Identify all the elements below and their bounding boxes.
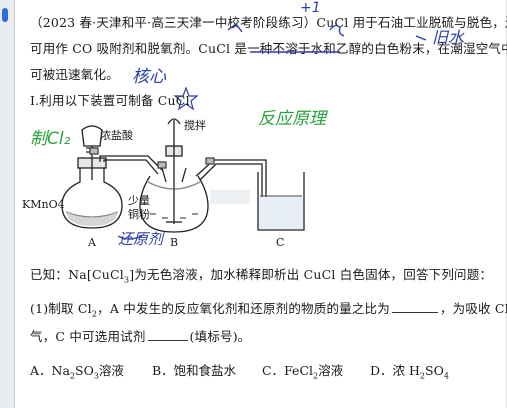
known-prefix: 已知：Na	[30, 267, 87, 282]
flask-b	[139, 175, 209, 233]
option-d-sub2: 4	[443, 371, 449, 381]
option-d[interactable]: D．浓 H2SO4	[370, 360, 449, 381]
q1-part1-sub: 2	[91, 309, 98, 319]
label-copper-1: 少量	[128, 194, 150, 207]
label-c: C	[276, 236, 285, 249]
dropping-funnel	[81, 125, 103, 147]
label-stir: 搅拌	[184, 119, 206, 132]
q1-part1: (1)制取 Cl	[30, 301, 92, 316]
question-line-2: 可用作 CO 吸附剂和脱氧剂。CuCl 是一种不溶于水和乙醇的白色粉末，在潮湿空…	[30, 41, 507, 56]
option-b[interactable]: B．饱和食盐水	[152, 363, 237, 378]
flask-a	[61, 168, 123, 229]
option-a-mid: SO	[75, 363, 94, 378]
option-c-pre: C．FeCl	[262, 363, 314, 378]
known-line: 已知：Na[CuCl3]为无色溶液，加水稀释即析出 CuCl 白色固体，回答下列…	[30, 264, 492, 285]
option-d-sub1: 2	[419, 371, 425, 381]
left-toolbar-strip	[0, 0, 14, 408]
question-line-3: 可被迅速氧化。	[30, 67, 119, 82]
beaker-c	[257, 172, 305, 231]
option-d-pre: D．浓 H	[370, 363, 420, 378]
page-marker[interactable]	[2, 8, 8, 22]
option-a-post: 溶液	[98, 363, 124, 378]
option-a[interactable]: A．Na2SO3溶液	[30, 360, 124, 381]
q1-line2b: (填标号)。	[189, 329, 251, 344]
annotation-core: 核心	[132, 67, 166, 87]
q1-part3: ，为吸收 Cl	[439, 301, 507, 316]
annotation-make-cl2: 制Cl₂	[30, 129, 71, 149]
option-c-sub: 2	[313, 371, 319, 381]
label-kmno4: KMnO4	[22, 198, 65, 211]
q1-line-2: 气，C 中可选用试剂 (填标号)。	[30, 326, 251, 345]
known-suffix: 为无色溶液，加水稀释即析出 CuCl 白色固体，回答下列问题：	[134, 267, 493, 282]
option-a-sub2: 3	[93, 371, 99, 381]
option-a-pre: A．Na	[30, 363, 70, 378]
q1-line2a: 气，C 中可选用试剂	[30, 329, 146, 344]
option-a-sub1: 2	[69, 371, 76, 381]
q1-line-1: (1)制取 Cl2，A 中发生的反应氧化剂和还原剂的物质的量之比为 ，为吸收 Cl…	[30, 298, 507, 319]
known-complex-sub: 3	[123, 275, 130, 285]
section-title: I.利用以下装置可制备 CuCl	[30, 93, 190, 108]
question-line-1: （2023 春·天津和平·高三天津一中校考阶段练习）CuCl 用于石油工业脱硫与…	[30, 15, 507, 30]
annotation-reducer: 还原剂	[118, 230, 164, 248]
annotation-old-water: 旧水	[432, 28, 465, 47]
annotation-plus-one: +1	[300, 0, 321, 16]
answer-blank-reagent[interactable]	[147, 330, 188, 341]
tube-b-c	[195, 159, 267, 206]
tube-a-b	[99, 155, 163, 171]
option-d-mid: SO	[425, 363, 444, 378]
known-complex-close: ]	[129, 267, 135, 282]
label-a: A	[88, 236, 96, 249]
option-c-post: 溶液	[318, 363, 344, 378]
annotation-principle: 反应原理	[258, 109, 326, 129]
answer-blank-ratio[interactable]	[391, 302, 438, 313]
q1-part2: ，A 中发生的反应氧化剂和还原剂的物质的量之比为	[97, 301, 390, 316]
label-concentrated-hcl: 浓盐酸	[100, 129, 133, 142]
label-b: B	[170, 236, 179, 249]
label-copper-2: 铜粉	[128, 208, 150, 221]
option-c[interactable]: C．FeCl2溶液	[262, 360, 343, 381]
known-complex: [CuCl	[86, 267, 124, 282]
